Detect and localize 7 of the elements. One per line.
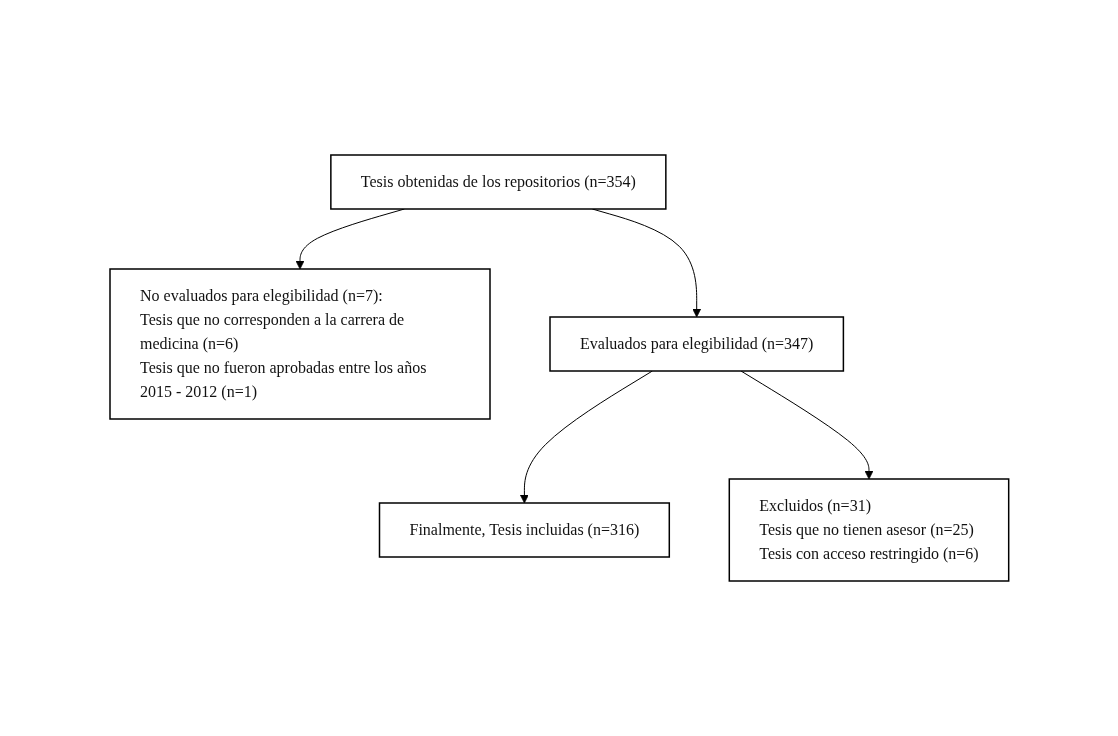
arrow — [740, 370, 874, 480]
arrow — [519, 370, 653, 504]
node-box: Finalmente, Tesis incluidas (n=316) — [378, 502, 670, 558]
node-box: No evaluados para elegibilidad (n=7): Tesis que no corresponden a la carrera de medicina (n=6) Tesis que no fueron aprobadas entre los años 2015 - 2012 (n=1) — [108, 268, 491, 420]
node-box: Tesis obtenidas de los repositorios (n=354) — [329, 154, 667, 210]
node-box: Excluidos (n=31) Tesis que no tienen asesor (n=25) Tesis con acceso restringido (n=6) — [728, 478, 1010, 582]
node-box: Evaluados para elegibilidad (n=347) — [548, 316, 844, 372]
